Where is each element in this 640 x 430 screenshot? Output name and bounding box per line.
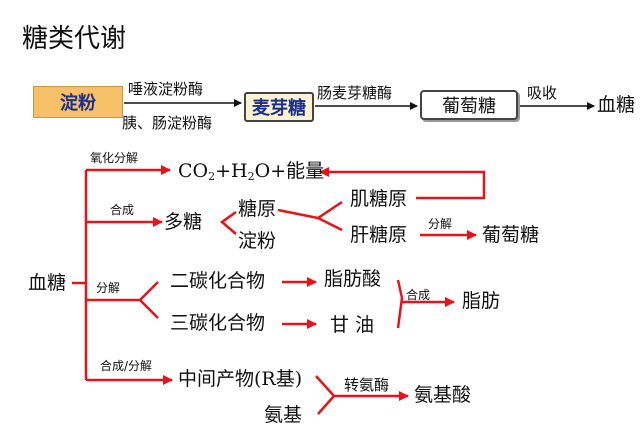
oxidize-label: 氧化分解: [90, 151, 139, 165]
intermediate-text: 中间产物(R基): [178, 368, 303, 390]
starch-box: 淀粉: [33, 86, 123, 118]
h-text: +H: [215, 160, 248, 182]
starch-text: 淀粉: [238, 230, 277, 252]
blood-sugar-top: 血糖: [597, 94, 636, 116]
arrow-muscle-loop: [322, 170, 486, 200]
enzyme-maltase-label: 肠麦芽糖酶: [317, 84, 393, 102]
h2o-subscript: 2: [247, 170, 255, 183]
amino-group-text: 氨基: [264, 404, 303, 426]
enzyme-pancreas-label: 胰、肠淀粉酶: [122, 114, 213, 132]
dicarbon-text: 二碳化合物: [170, 270, 266, 292]
fork-polysaccharide: [219, 210, 237, 235]
synth-decomp-label: 合成/分解: [100, 359, 153, 373]
liver-glycogen-text: 肝糖原: [350, 224, 408, 246]
tricarbon-text: 三碳化合物: [170, 312, 266, 334]
muscle-glycogen-text: 肌糖原: [350, 188, 408, 210]
decomp-label: 分解: [96, 281, 121, 295]
glucose-text: 葡萄糖: [482, 224, 540, 246]
page-title: 糖类代谢: [22, 24, 127, 54]
fork-glycogen-liver: [317, 216, 343, 232]
co2-text: CO: [178, 160, 209, 182]
polysaccharide-text: 多糖: [164, 211, 203, 233]
co2-subscript: 2: [208, 170, 216, 183]
fork-fat: [396, 279, 404, 329]
o-energy-text: O+能量: [254, 160, 325, 182]
transaminase-label: 转氨酶: [344, 376, 390, 394]
fork-amino: [315, 375, 336, 415]
amino-acid-text: 氨基酸: [414, 384, 472, 406]
maltose-box: 麦芽糖: [244, 92, 314, 122]
glucose-box: 葡萄糖: [420, 90, 518, 120]
fork-glycogen: [277, 200, 343, 220]
fork-decomp: [138, 281, 159, 319]
fat-text: 脂肪: [462, 290, 501, 312]
blood-sugar-main: 血糖: [28, 272, 67, 294]
fatty-acid-text: 脂肪酸: [324, 268, 382, 290]
liver-decomp-label: 分解: [428, 217, 453, 231]
glycogen-text: 糖原: [238, 198, 277, 220]
enzyme-saliva-label: 唾液淀粉酶: [128, 80, 204, 98]
synth-fat-label: 合成: [406, 288, 431, 302]
glycerol-text: 甘 油: [330, 314, 375, 336]
oxidation-products: CO2+H2O+能量: [178, 160, 325, 183]
absorb-label: 吸收: [527, 84, 558, 102]
synth-label: 合成: [110, 203, 135, 217]
